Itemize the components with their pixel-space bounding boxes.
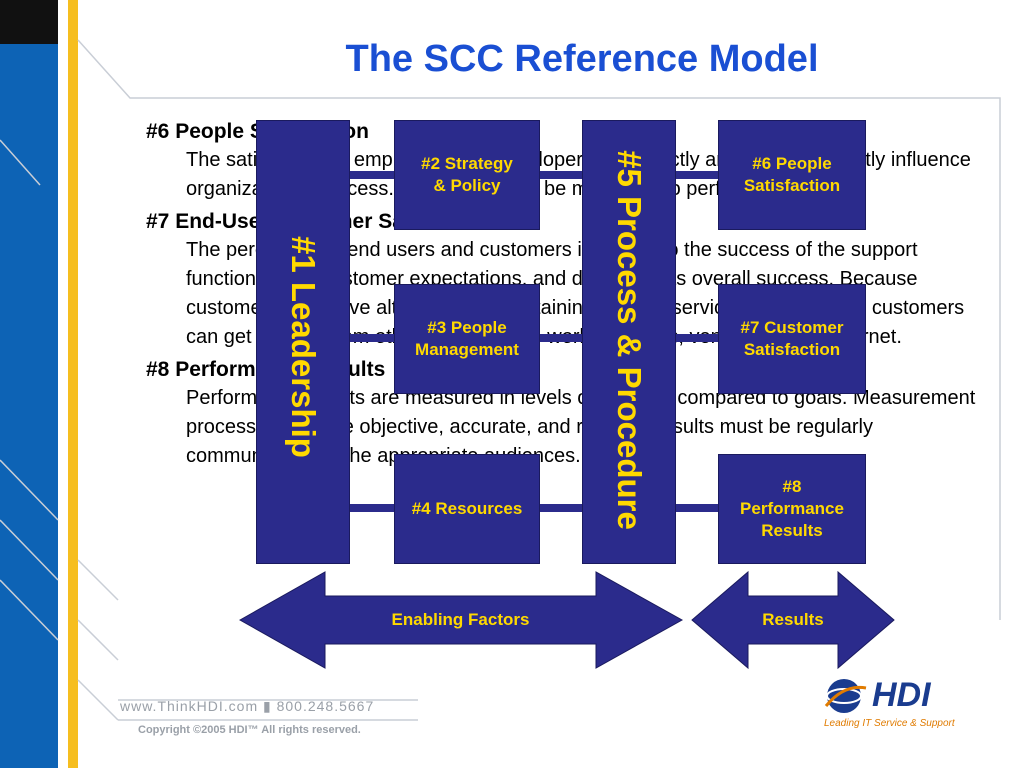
box-label: #2 Strategy	[421, 154, 513, 173]
hdi-logo: HDI	[872, 676, 931, 714]
side-decoration-gap	[58, 0, 68, 768]
people-management-box: #3 People Management	[394, 284, 540, 394]
box-label: #6 People	[752, 154, 832, 173]
slide-title: The SCC Reference Model	[345, 38, 819, 80]
box-label: & Policy	[433, 176, 501, 195]
customer-satisfaction-box: #7 Customer Satisfaction	[718, 284, 866, 394]
results-label: Results	[762, 610, 824, 629]
performance-results-box: #8 Performance Results	[718, 454, 866, 564]
process-box	[582, 120, 676, 564]
results-arrow	[691, 570, 895, 670]
box-label: #8	[782, 477, 802, 496]
box-label: Satisfaction	[743, 340, 841, 359]
strategy-policy-box: #2 Strategy & Policy	[394, 120, 540, 230]
resources-box: #4 Resources	[394, 454, 540, 564]
footer-copyright: Copyright ©2005 HDI™ All rights reserved…	[138, 724, 361, 736]
logo-tagline: Leading IT Service & Support	[824, 718, 955, 729]
enabling-factors-label: Enabling Factors	[391, 610, 530, 629]
enabling-factors-arrow	[238, 571, 684, 669]
box-label: #3 People	[427, 318, 507, 337]
side-decoration-yellow	[68, 0, 78, 768]
globe-icon	[824, 679, 867, 713]
box-label: Performance	[740, 499, 844, 518]
box-label: #7 Customer	[740, 318, 844, 337]
footer-url-phone: www.ThinkHDI.com ▮ 800.248.5667	[120, 698, 375, 714]
box-label: Satisfaction	[743, 176, 841, 195]
leadership-box	[256, 120, 350, 564]
people-satisfaction-box: #6 People Satisfaction	[718, 120, 866, 230]
box-label: Management	[415, 340, 519, 359]
box-label: Results	[761, 521, 823, 540]
box-label: #4 Resources	[411, 499, 523, 518]
side-decoration	[0, 0, 58, 768]
